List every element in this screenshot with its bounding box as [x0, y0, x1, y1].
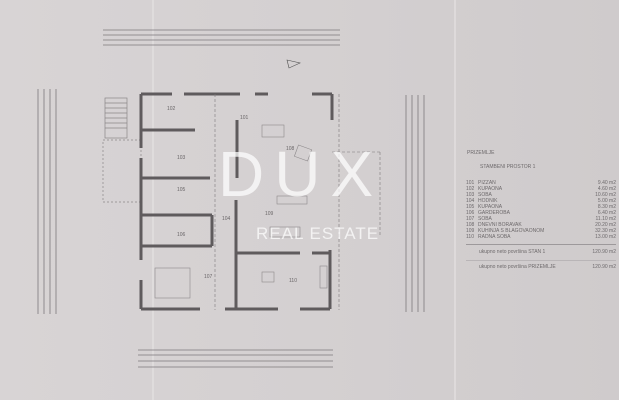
- room-number: 101: [466, 180, 475, 186]
- room-label: 101: [240, 115, 249, 121]
- room-area: 4.60 m2: [597, 186, 616, 192]
- room-number: 106: [466, 210, 475, 216]
- unit-total-label: ukupno neto površina STAN 1: [479, 249, 546, 255]
- room-label: 106: [177, 232, 186, 238]
- room-area: 6.40 m2: [597, 210, 616, 216]
- room-area: 10.60 m2: [595, 192, 616, 198]
- room-label: 102: [167, 106, 176, 112]
- room-area: 5.00 m2: [597, 198, 616, 204]
- room-number: 105: [466, 204, 475, 210]
- room-label: 109: [265, 211, 274, 217]
- watermark-tagline: REAL ESTATE: [256, 224, 380, 243]
- room-area: 13.00 m2: [595, 234, 616, 240]
- unit-title: STAMBENI PROSTOR 1: [480, 164, 536, 170]
- unit-total-row: ukupno neto površina STAN 1 120.90 m2: [466, 244, 616, 256]
- room-number: 107: [466, 216, 475, 222]
- floor-total-row: ukupno neto površina PRIZEMLJE 120.90 m2: [466, 260, 616, 271]
- room-label: 103: [177, 155, 186, 161]
- room-number: 110: [466, 234, 474, 240]
- room-area: 32.30 m2: [595, 228, 616, 234]
- room-label: 104: [222, 216, 231, 222]
- room-label: 110: [289, 278, 297, 284]
- room-name: SOBA: [478, 216, 492, 222]
- room-number: 102: [466, 186, 475, 192]
- floor-total-label: ukupno neto površina PRIZEMLJE: [479, 264, 556, 270]
- table-row: 110 RADNA SOBA 13.00 m2: [466, 234, 616, 240]
- room-label: 107: [204, 274, 213, 280]
- room-number: 103: [466, 192, 475, 198]
- room-area: 8.30 m2: [597, 204, 616, 210]
- room-name: SOBA: [478, 192, 492, 198]
- unit-total-value: 120.90 m2: [592, 249, 616, 255]
- room-number: 109: [466, 228, 475, 234]
- room-name: PIZZAN: [478, 180, 496, 186]
- room-number: 104: [466, 198, 475, 204]
- paper-fold-line: [152, 0, 154, 400]
- room-label: 108: [286, 146, 295, 152]
- room-name: KUPAONA: [478, 186, 503, 192]
- room-name: KUPAONA: [478, 204, 503, 210]
- room-area: 20.20 m2: [595, 222, 616, 228]
- room-name: GARDEROBA: [478, 210, 510, 216]
- room-name: KUHINJA S BLAGOVAONOM: [478, 228, 545, 234]
- room-name: RADNA SOBA: [478, 234, 511, 240]
- room-label: 105: [177, 187, 186, 193]
- watermark-logo: DUX: [218, 138, 384, 210]
- room-area: 9.40 m2: [597, 180, 616, 186]
- room-area: 11.10 m2: [595, 216, 616, 222]
- room-name: HODNIK: [478, 198, 498, 204]
- room-number: 108: [466, 222, 475, 228]
- paper-fold-line: [454, 0, 456, 400]
- floor-title: PRIZEMLJE: [467, 150, 495, 156]
- room-name: DNEVNI BORAVAK: [478, 222, 522, 228]
- floor-total-value: 120.90 m2: [592, 264, 616, 270]
